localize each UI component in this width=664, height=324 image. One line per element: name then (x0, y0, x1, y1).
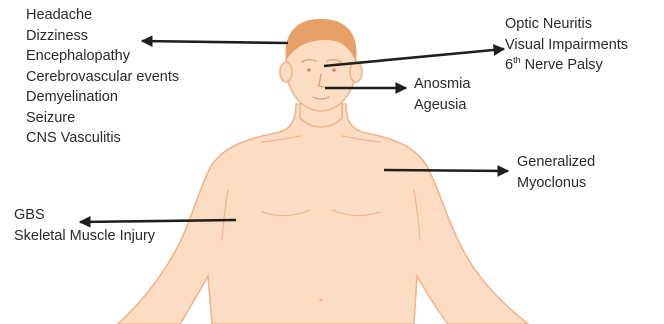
label-anosmia: Anosmia (414, 74, 470, 95)
label-skeletal-muscle-injury: Skeletal Muscle Injury (14, 226, 155, 247)
smell-taste-symptoms-list: Anosmia Ageusia (414, 74, 470, 115)
label-visual-impairments: Visual Impairments (505, 35, 628, 56)
label-nerve-palsy: 6th Nerve Palsy (505, 55, 628, 76)
navel (319, 298, 322, 301)
label-demyelination: Demyelination (26, 87, 179, 108)
left-eye (307, 68, 311, 72)
torso (118, 104, 528, 324)
right-ear (350, 62, 362, 82)
label-seizure: Seizure (26, 108, 179, 129)
label-dizziness: Dizziness (26, 26, 179, 47)
left-ear (280, 62, 292, 82)
label-optic-neuritis: Optic Neuritis (505, 14, 628, 35)
label-ageusia: Ageusia (414, 95, 470, 116)
peripheral-symptoms-list: GBS Skeletal Muscle Injury (14, 205, 155, 246)
label-generalized: Generalized (517, 152, 595, 173)
nerve-number: 6 (505, 57, 513, 73)
nerve-palsy-text: Nerve Palsy (521, 57, 603, 73)
ocular-symptoms-list: Optic Neuritis Visual Impairments 6th Ne… (505, 14, 628, 76)
label-cerebrovascular-events: Cerebrovascular events (26, 67, 179, 88)
label-encephalopathy: Encephalopathy (26, 46, 179, 67)
body-figure (118, 21, 528, 324)
muscular-symptoms-list: Generalized Myoclonus (517, 152, 595, 193)
neurological-symptoms-list: Headache Dizziness Encephalopathy Cerebr… (26, 5, 179, 149)
arrow-to-muscular (384, 170, 508, 171)
nerve-ordinal-suffix: th (513, 55, 521, 65)
right-eye (332, 68, 336, 72)
label-cns-vasculitis: CNS Vasculitis (26, 128, 179, 149)
label-myoclonus: Myoclonus (517, 173, 595, 194)
label-gbs: GBS (14, 205, 155, 226)
label-headache: Headache (26, 5, 179, 26)
